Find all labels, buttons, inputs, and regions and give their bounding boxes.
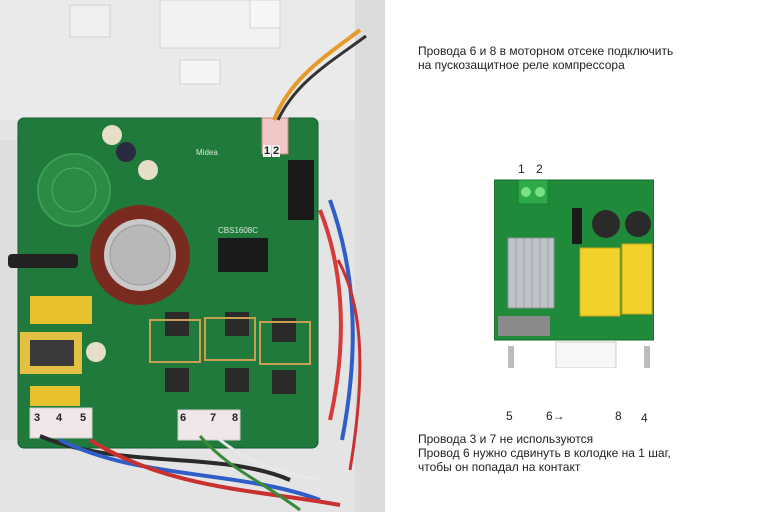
relay-label-6: 6→ (546, 409, 565, 423)
relay-label-2: 2 (536, 162, 543, 176)
relay-label-5: 5 (506, 409, 513, 423)
note-bottom-line-3: чтобы он попадал на контакт (418, 460, 581, 474)
relay-label-8: 8 (615, 409, 622, 423)
left-label-6: 6 (180, 412, 187, 424)
left-label-8: 8 (232, 412, 239, 424)
left-label-3: 3 (34, 412, 41, 424)
left-label-2: 2 (272, 145, 281, 157)
left-label-7: 7 (210, 412, 217, 424)
note-top-line-2: на пускозащитное реле компрессора (418, 58, 625, 72)
note-bottom-line-1: Провода 3 и 7 не используются (418, 432, 594, 446)
relay-label-1: 1 (518, 162, 525, 176)
ic-marking: CBS1608C (218, 226, 259, 235)
brand-marking: Midea (196, 148, 218, 157)
control-board-photo: 1 2 3 4 5 6 7 8 (0, 0, 385, 512)
left-label-4: 4 (56, 412, 63, 424)
note-bottom-line-2: Провод 6 нужно сдвинуть в колодке на 1 ш… (418, 446, 671, 460)
left-label-1: 1 (263, 145, 272, 157)
relay-label-4: 4 (641, 411, 648, 425)
note-top-line-1: Провода 6 и 8 в моторном отсеке подключи… (418, 44, 674, 58)
relay-board-photo: 1 2 (493, 162, 655, 369)
left-label-5: 5 (80, 412, 87, 424)
